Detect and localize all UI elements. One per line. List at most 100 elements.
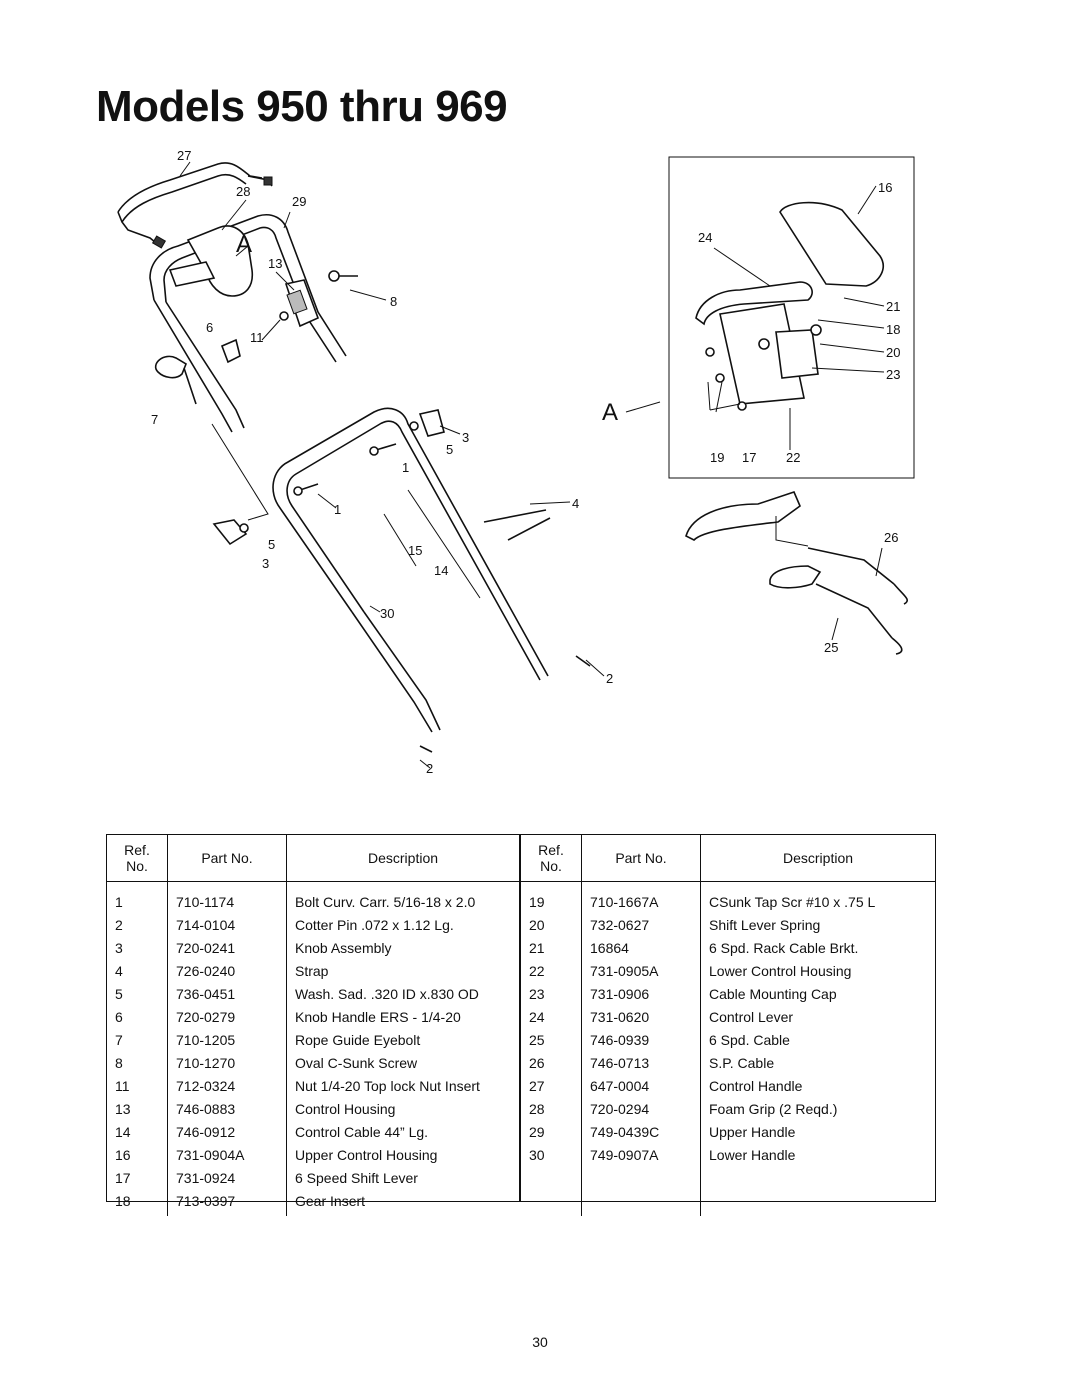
cell-ref: 19 [529,893,545,910]
cell-ref: 2 [115,916,123,933]
callout-label: 3 [462,430,469,445]
cell-description: Upper Control Housing [286,1143,519,1166]
cell-ref: 1 [115,893,123,910]
cell-part-no: 731-0906 [581,982,701,1005]
cell-ref: 21 [529,939,545,956]
cell-description: CSunk Tap Scr #10 x .75 L [700,881,935,913]
cell-ref: 29 [529,1123,545,1140]
cell-description: S.P. Cable [700,1051,935,1074]
filler-cell [700,1166,935,1216]
cell-ref: 27 [529,1077,545,1094]
cell-part-no: 746-0912 [167,1120,287,1143]
cell-part-no: 746-0939 [581,1028,701,1051]
filler-cell [286,1212,519,1216]
cell-description: Strap [286,959,519,982]
cell-ref: 13 [115,1100,131,1117]
cell-part-no: 731-0924 [167,1166,287,1189]
cell-description: Control Housing [286,1097,519,1120]
cell-part-no: 720-0241 [167,936,287,959]
cell-description: 6 Spd. Cable [700,1028,935,1051]
cell-part-no: 731-0620 [581,1005,701,1028]
cell-ref: 30 [529,1146,545,1163]
cell-description: Cable Mounting Cap [700,982,935,1005]
callout-label: 6 [206,320,213,335]
inset-callout-label: 19 [710,450,724,465]
cell-description: Foam Grip (2 Reqd.) [700,1097,935,1120]
callout-marker-a: A [236,231,252,258]
cell-ref: 26 [529,1054,545,1071]
cell-part-no: 746-0713 [581,1051,701,1074]
filler-cell [581,1166,701,1216]
cell-description: Bolt Curv. Carr. 5/16-18 x 2.0 [286,881,519,913]
cell-ref: 16 [115,1146,131,1163]
cell-ref: 14 [115,1123,131,1140]
header-description: Description [700,835,935,882]
cell-description: Lower Handle [700,1143,935,1166]
cell-part-no: 746-0883 [167,1097,287,1120]
cell-ref: 6 [115,1008,123,1025]
inset-callout-label: 16 [878,180,892,195]
page-number: 30 [532,1334,548,1350]
cell-part-no: 731-0904A [167,1143,287,1166]
callout-label: 27 [177,148,191,163]
callout-label: 2 [606,671,613,686]
cell-ref: 8 [115,1054,123,1071]
cell-ref: 18 [115,1192,131,1209]
cell-part-no: 710-1270 [167,1051,287,1074]
cell-ref: 17 [115,1169,131,1186]
cell-part-no: 720-0279 [167,1005,287,1028]
cell-description: Control Handle [700,1074,935,1097]
inset-callout-label: 22 [786,450,800,465]
cell-ref: 7 [115,1031,123,1048]
cell-part-no: 749-0907A [581,1143,701,1166]
cell-description: Oval C-Sunk Screw [286,1051,519,1074]
callout-label: 1 [334,502,341,517]
inset-detail-a [668,156,915,479]
cell-ref: 11 [115,1077,130,1094]
callout-label: 11 [250,330,264,345]
callout-label: 4 [572,496,579,511]
cell-description: 6 Speed Shift Lever [286,1166,519,1189]
cell-description: Control Cable 44” Lg. [286,1120,519,1143]
cell-description: Lower Control Housing [700,959,935,982]
upper-handle-assembly [117,162,358,433]
cell-ref: 5 [115,985,123,1002]
inset-callout-label: 23 [886,367,900,382]
cell-description: Gear Insert [286,1189,519,1212]
table-filler-row [521,1166,935,1216]
callout-label: 5 [268,537,275,552]
callout-label: 7 [151,412,158,427]
callout-label: 14 [434,563,448,578]
cell-part-no: 647-0004 [581,1074,701,1097]
cell-ref: 25 [529,1031,545,1048]
cell-part-no: 726-0240 [167,959,287,982]
cell-description: Nut 1/4-20 Top lock Nut Insert [286,1074,519,1097]
callout-label: 15 [408,543,422,558]
header-description: Description [286,835,519,882]
inset-callout-label: 20 [886,345,900,360]
cell-ref: 20 [529,916,545,933]
filler-cell [107,1212,168,1216]
cell-part-no: 749-0439C [581,1120,701,1143]
cell-ref: 4 [115,962,123,979]
cell-part-no: 710-1174 [167,881,287,913]
header-part-no: Part No. [581,835,701,882]
callout-label: 29 [292,194,306,209]
page-title: Models 950 thru 969 [96,82,508,131]
cell-ref: 22 [529,962,545,979]
